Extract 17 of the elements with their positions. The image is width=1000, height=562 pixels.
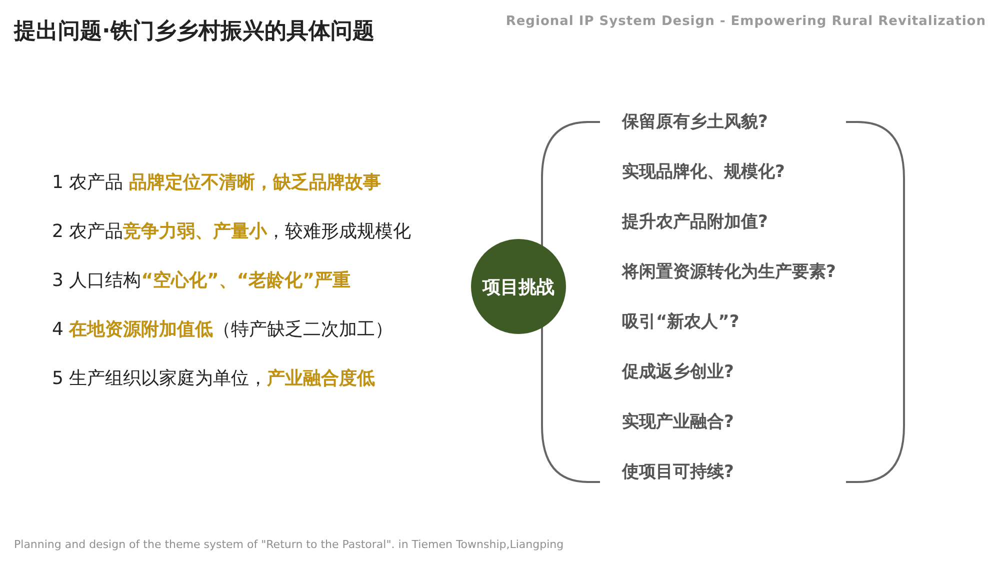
problem-item: 4 在地资源附加值低（特产缺乏二次加工） <box>52 318 394 342</box>
header-subtitle: Regional IP System Design - Empowering Rural Revitalization <box>506 14 986 29</box>
problem-item: 5 生产组织以家庭为单位，产业融合度低 <box>52 367 376 391</box>
question-text: 促成返乡创业? <box>622 361 734 384</box>
question-text: 使项目可持续? <box>622 461 734 484</box>
question-text: 保留原有乡土风貌? <box>622 111 768 134</box>
question-text: 提升农产品附加值? <box>622 211 768 234</box>
slide-title: 提出问题·铁门乡乡村振兴的具体问题 <box>14 18 374 46</box>
challenge-circle: 项目挑战 <box>471 239 566 334</box>
question-text: 将闲置资源转化为生产要素? <box>622 261 836 284</box>
problem-item: 1 农产品 品牌定位不清晰，缺乏品牌故事 <box>52 171 381 195</box>
footer-caption: Planning and design of the theme system of "Return to the Pastoral". in Tiemen Township,Liangping <box>14 538 564 551</box>
question-text: 实现产业融合? <box>622 411 734 434</box>
problem-item: 3 人口结构“空心化”、“老龄化”严重 <box>52 269 351 293</box>
question-text: 实现品牌化、规模化? <box>622 161 785 184</box>
problem-item: 2 农产品竞争力弱、产量小，较难形成规模化 <box>52 220 412 244</box>
question-text: 吸引“新农人”? <box>622 311 740 334</box>
